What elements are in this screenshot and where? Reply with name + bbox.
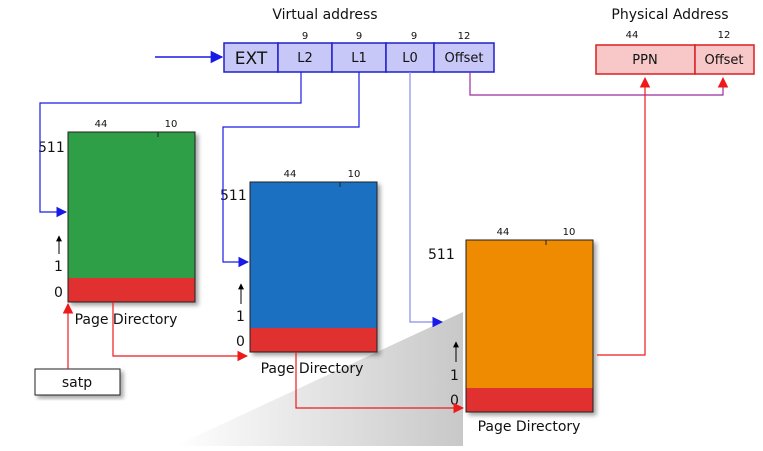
va-bits-l0: 9 (411, 31, 417, 42)
va-field-l2 (277, 42, 333, 73)
page-directory-2-index-0: 0 (236, 334, 245, 350)
page-directory-1-index-1: 1 (54, 259, 63, 275)
page-directory-2-caption: Page Directory (261, 361, 364, 377)
page-directory-3-body (465, 239, 594, 413)
offset-copy-arrow (469, 72, 729, 96)
page-directory-3: 44 10 511 1 0 Page Directory (428, 227, 594, 435)
page-directory-3-index-1: 1 (450, 368, 459, 384)
page-directory-2: 44 10 511 1 0 Page Directory (220, 169, 378, 377)
page-directory-2-index-511: 511 (220, 188, 247, 204)
physical-address-fields: PPN Offset 44 12 (595, 30, 755, 75)
l0-index-arrow (409, 72, 444, 328)
pa-bits-offset: 12 (718, 30, 731, 41)
l1-index-arrow (222, 72, 360, 268)
va-bits-offset: 12 (458, 31, 471, 42)
page-directory-3-index-0: 0 (450, 393, 459, 409)
directory-1-to-directory-2-arrow (112, 302, 249, 362)
pa-bits-ppn: 44 (626, 30, 639, 41)
virtual-address-fields: EXT L2 L1 L0 Offset 9 9 9 12 (223, 31, 495, 73)
virtual-address-title: Virtual address (272, 7, 377, 23)
directory-2-to-directory-3-arrow (295, 352, 465, 414)
page-directory-3-bits-flags: 10 (563, 227, 576, 238)
page-directory-2-bits-flags: 10 (348, 169, 361, 180)
va-field-ext-label: EXT (235, 49, 268, 69)
page-directory-3-index-511: 511 (428, 247, 455, 263)
page-directory-2-entry-0 (250, 328, 377, 352)
va-field-l0 (385, 42, 435, 73)
pa-field-offset (694, 44, 755, 75)
page-directory-1-entry-0 (68, 278, 195, 302)
satp-register (34, 368, 121, 396)
va-field-ext (223, 42, 279, 73)
satp-label: satp (62, 375, 92, 391)
page-directory-1-index-0: 0 (54, 285, 63, 301)
va-bits-l2: 9 (302, 31, 308, 42)
page-directory-3-bits-ppn: 44 (497, 227, 510, 238)
l2-index-arrow (39, 72, 302, 218)
va-field-l1-label: L1 (351, 51, 367, 66)
page-directory-1-bits-flags: 10 (165, 119, 178, 130)
physical-address-title: Physical Address (611, 7, 728, 23)
page-directory-2-index-1: 1 (236, 309, 245, 325)
page-directory-1-body (67, 131, 196, 303)
va-field-l2-label: L2 (297, 51, 313, 66)
page-directory-1: 44 10 511 1 0 Page Directory (38, 119, 196, 328)
va-field-l0-label: L0 (402, 51, 418, 66)
page-directory-1-caption: Page Directory (75, 312, 178, 328)
page-directory-1-bits-ppn: 44 (95, 119, 108, 130)
pa-field-offset-label: Offset (704, 53, 743, 68)
page-directory-2-body (249, 181, 378, 353)
zoom-shading (175, 312, 463, 446)
page-directory-2-bits-ppn: 44 (284, 169, 297, 180)
page-directory-3-entry-0 (466, 388, 593, 412)
pa-field-ppn-label: PPN (632, 53, 657, 68)
pa-field-ppn (595, 44, 696, 75)
va-field-offset (433, 42, 495, 73)
pte-to-ppn-arrow (597, 76, 651, 356)
page-directory-3-caption: Page Directory (478, 419, 581, 435)
va-field-offset-label: Offset (444, 51, 483, 66)
page-directory-1-index-511: 511 (38, 140, 65, 156)
va-bits-l1: 9 (356, 31, 362, 42)
